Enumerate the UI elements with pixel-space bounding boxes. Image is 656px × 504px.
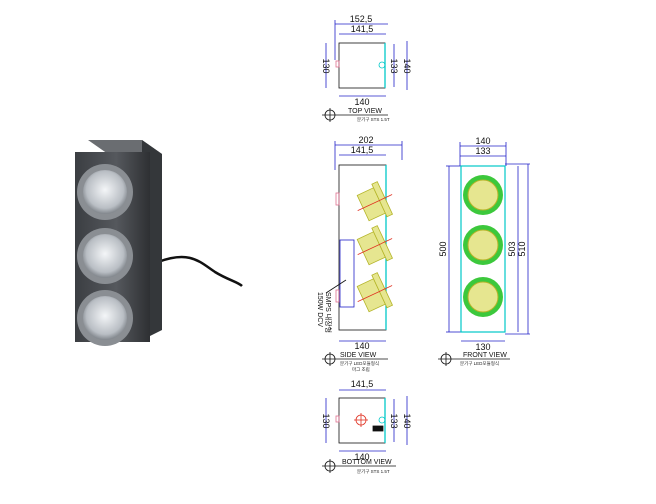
top-view-title: TOP VIEW: [348, 108, 382, 115]
section-symbol-icon: [322, 352, 388, 366]
side-led-modules: [356, 181, 394, 313]
bottom-view-subtitle: 분기구 STS 1.5T: [357, 468, 390, 475]
side-note-power: 150W DCV: [316, 292, 323, 327]
lamp-module-3: [77, 290, 133, 346]
power-cable: [157, 255, 243, 287]
top-view-body: [338, 42, 386, 89]
front-led-module-1: [463, 175, 503, 215]
front-dim-inner-width: 133: [475, 146, 490, 156]
front-led-module-2: [463, 225, 503, 265]
side-view-title: SIDE VIEW: [340, 352, 377, 359]
side-note-smps: SMPS 내장형: [324, 292, 333, 333]
lamp-module-2: [77, 228, 133, 284]
section-symbol-icon: [322, 108, 388, 122]
front-view-subtitle: 분기구 LED모듈형식: [460, 360, 499, 367]
front-dim-height-outer: 510: [517, 241, 527, 256]
front-dim-height-inner: 503: [507, 241, 517, 256]
side-dim-bottom-depth: 140: [354, 341, 369, 351]
top-view: [325, 20, 408, 97]
top-dim-left-height: 130: [321, 58, 331, 73]
side-dim-overall-depth: 202: [358, 135, 373, 145]
section-symbol-icon: [322, 459, 396, 473]
front-led-module-3: [463, 277, 503, 317]
section-symbol-icon: [438, 352, 510, 366]
top-dim-body-width: 141,5: [351, 24, 374, 34]
product-photo: [75, 140, 243, 346]
top-view-subtitle: 분기구 STS 1.5T: [357, 116, 390, 123]
top-dim-overall-width: 152,5: [350, 14, 373, 24]
front-led-modules: [463, 175, 503, 317]
side-view-subtitle: 분기구 LED모듈형식: [340, 360, 379, 367]
side-dim-body-depth: 141,5: [351, 145, 374, 155]
bottom-dim-body-width: 141,5: [351, 379, 374, 389]
top-dim-right-inner: 133: [389, 58, 399, 73]
front-dim-outer-width: 140: [475, 136, 490, 146]
bottom-dim-right-inner: 133: [389, 413, 399, 428]
front-view: [446, 142, 530, 342]
lamp-module-1: [77, 164, 133, 220]
front-dim-bottom-width: 130: [475, 342, 490, 352]
top-dim-right-outer: 140: [402, 58, 412, 73]
bottom-view-title: BOTTOM VIEW: [342, 459, 392, 466]
bottom-dim-left-height: 130: [321, 413, 331, 428]
bottom-view-body: [338, 397, 386, 444]
bottom-dim-right-outer: 140: [402, 413, 412, 428]
front-view-body: [460, 165, 506, 333]
front-dim-height: 500: [438, 241, 448, 256]
bottom-dim-bottom-width: 140: [354, 452, 369, 462]
top-dim-bottom-width: 140: [354, 97, 369, 107]
bottom-view: [325, 389, 408, 452]
side-view-subtitle-2: 마그 조립: [352, 366, 370, 373]
front-view-title: FRONT VIEW: [463, 352, 507, 359]
